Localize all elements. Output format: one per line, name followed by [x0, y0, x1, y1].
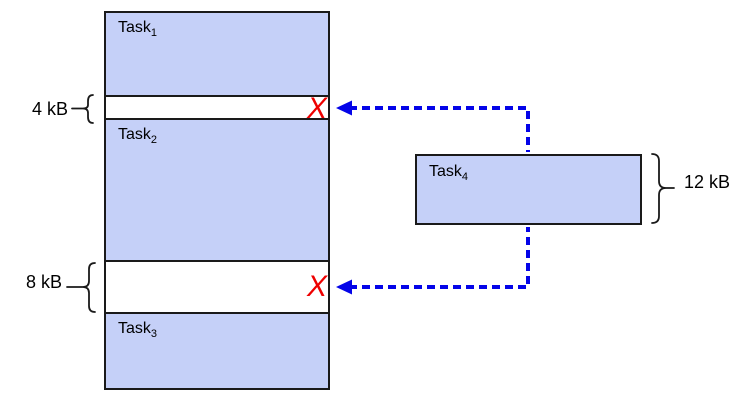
task2-label: Task2	[118, 126, 158, 147]
arrow-to-4kb-path	[349, 106, 530, 152]
memory-block-task2: Task2	[106, 118, 328, 262]
arrow-to-8kb-head-icon	[336, 279, 352, 295]
free-gap-8kb	[106, 262, 328, 312]
arrow-to-8kb-path	[349, 227, 530, 289]
gap2-size-label: 8 kB	[25, 272, 62, 292]
no-fit-x-icon: X	[306, 270, 327, 303]
free-gap-4kb	[106, 97, 328, 118]
task4-label: Task4	[429, 163, 469, 184]
task1-label: Task1	[118, 19, 158, 40]
arrow-to-4kb-head-icon	[336, 100, 352, 116]
task3-label: Task3	[118, 320, 158, 341]
memory-block-task3: Task3	[106, 312, 328, 388]
arrow-to-4kb-gap	[336, 100, 530, 152]
brace-4kb-icon	[71, 94, 94, 124]
brace-12kb-icon	[651, 153, 675, 224]
brace-8kb-icon	[66, 262, 96, 313]
arrow-to-8kb-gap	[336, 227, 530, 295]
memory-column: Task1 Task2 Task3	[104, 11, 330, 390]
task4-size-label: 12 kB	[684, 172, 731, 192]
no-fit-x-icon: X	[306, 92, 327, 125]
gap1-size-label: 4 kB	[31, 99, 68, 119]
incoming-task-box: Task4	[415, 154, 642, 225]
memory-block-task1: Task1	[106, 13, 328, 97]
